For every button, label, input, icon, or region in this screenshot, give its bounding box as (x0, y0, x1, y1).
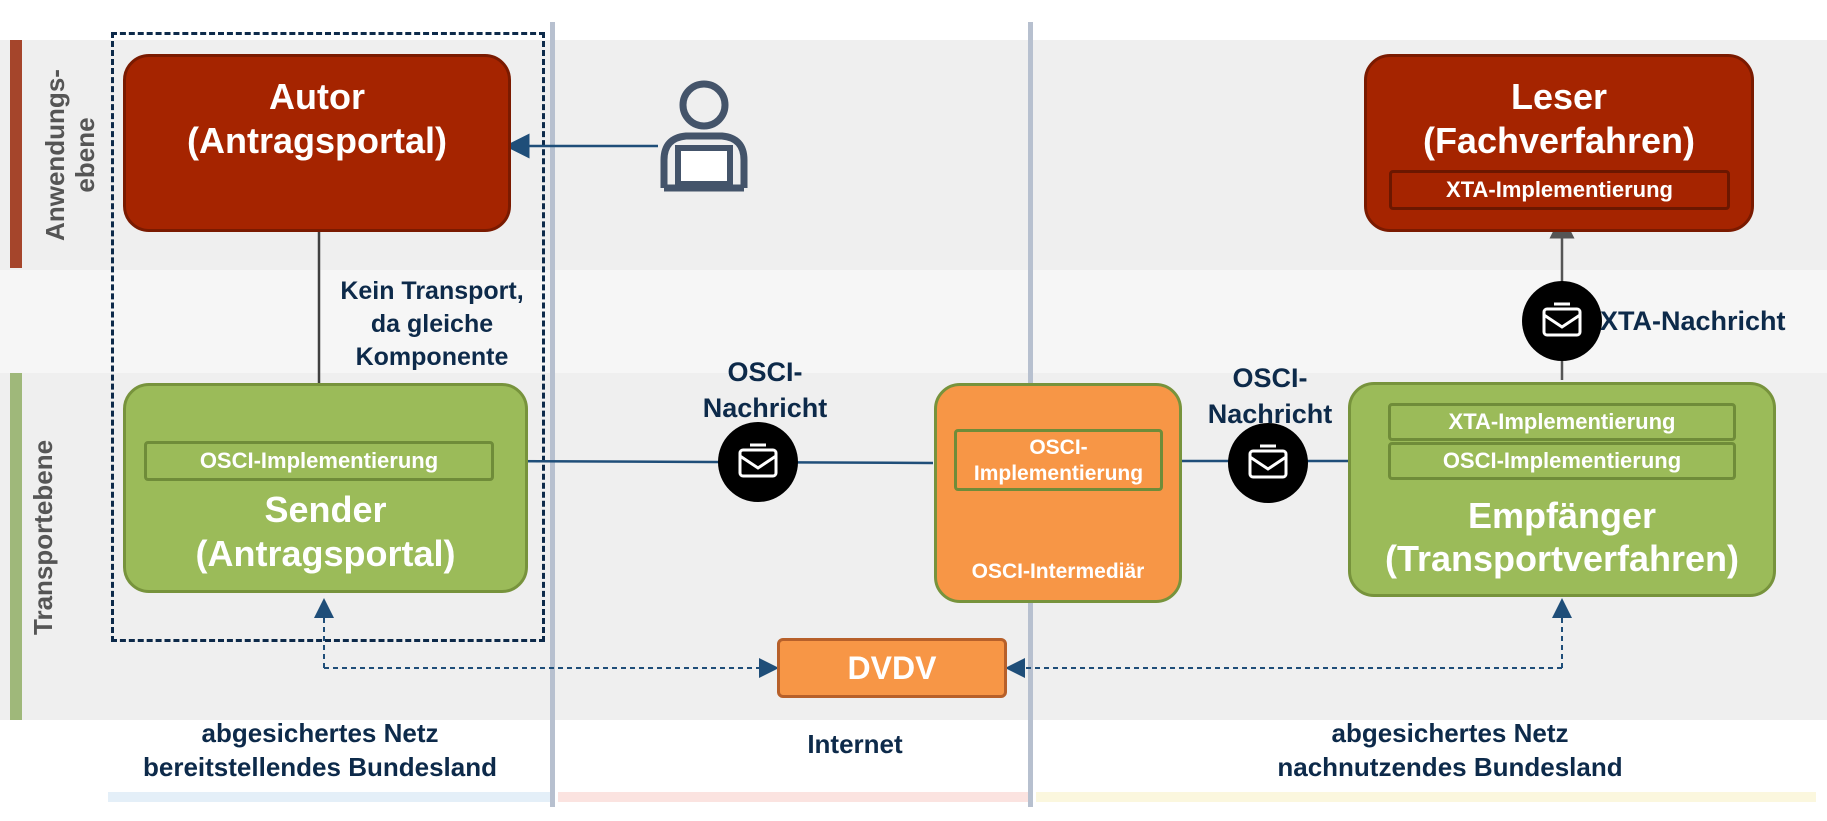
envelope-icon (1542, 302, 1582, 337)
zone-right-tint (1036, 792, 1816, 802)
reader-subtitle: (Fachverfahren) (1422, 120, 1696, 161)
intermediary-label: OSCI-Intermediär (971, 560, 1145, 583)
osci-message-left (718, 422, 798, 502)
zone-label-right: abgesichertes Netz nachnutzendes Bundesl… (1277, 718, 1623, 782)
receiver-subtitle: (Transportverfahren) (1384, 538, 1740, 579)
zone-label-left: abgesichertes Netz bereitstellendes Bund… (143, 718, 497, 782)
osci-message-right (1228, 423, 1308, 503)
sender-box (123, 383, 528, 593)
same-component-boundary (111, 32, 545, 642)
osci-intermediary-box (934, 383, 1182, 603)
application-layer-bar (10, 40, 22, 268)
envelope-icon (1248, 444, 1288, 479)
transport-layer-bar (10, 373, 22, 720)
envelope-icon (738, 443, 778, 478)
xta-message-label: XTA-Nachricht (1600, 306, 1786, 336)
receiver-osci-implementation: OSCI-Implementierung (1388, 442, 1736, 480)
author-title: Autor (269, 76, 365, 117)
osci-message-label-right: OSCI- Nachricht (1207, 363, 1333, 429)
sender-title: Sender (264, 489, 387, 530)
zone-label-band (0, 720, 1827, 821)
zone-label-middle: Internet (807, 729, 903, 759)
receiver-xta-implementation: XTA-Implementierung (1388, 403, 1736, 441)
dvdv-box: DVDV (777, 638, 1007, 698)
sender-osci-implementation: OSCI-Implementierung (144, 441, 494, 481)
author-box: Autor (Antragsportal) (123, 54, 511, 232)
sender-subtitle: (Antragsportal) (195, 533, 456, 574)
xta-message (1522, 281, 1602, 361)
intermediary-osci-implementation: OSCI- Implementierung (954, 429, 1163, 491)
reader-xta-implementation: XTA-Implementierung (1389, 170, 1730, 210)
zone-divider-left (550, 22, 555, 807)
zone-middle-tint (558, 792, 1028, 802)
receiver-title: Empfänger (1467, 495, 1657, 536)
no-transport-note: Kein Transport, da gleiche Komponente (340, 277, 524, 371)
osci-message-label-left: OSCI- Nachricht (702, 357, 828, 423)
reader-title: Leser (1510, 76, 1608, 117)
author-subtitle: (Antragsportal) (187, 120, 447, 161)
sender-to-intermediary-line (492, 459, 934, 465)
zone-left-tint (108, 792, 550, 802)
user-at-laptop-icon (660, 80, 748, 192)
